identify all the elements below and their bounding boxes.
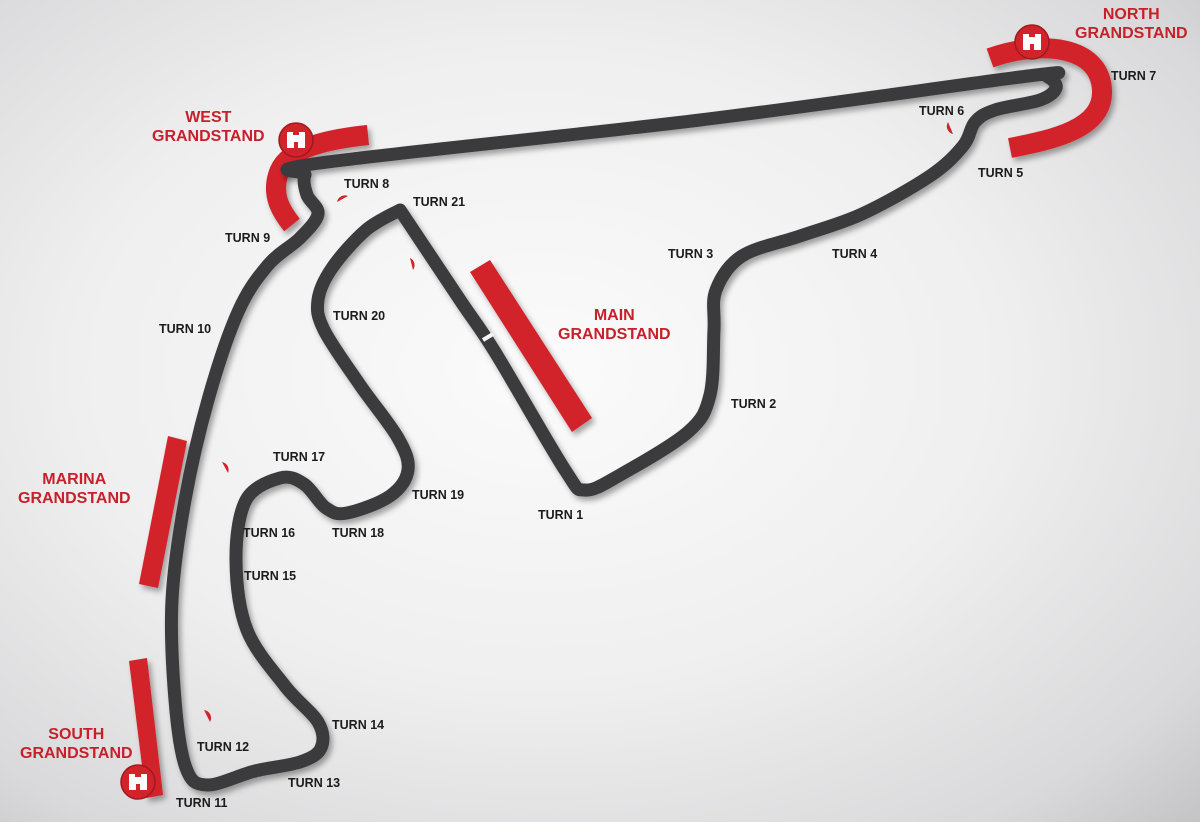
label-line: MAIN xyxy=(593,307,635,324)
turn-12-label: TURN 12 xyxy=(197,740,250,754)
pit-gap xyxy=(481,332,495,342)
marina-grandstand-label: MARINA GRANDSTAND xyxy=(18,470,131,508)
turn-13-label: TURN 13 xyxy=(288,776,341,790)
binoculars-icon[interactable] xyxy=(120,764,156,800)
marker-icon xyxy=(204,710,212,722)
label-line: MARINA xyxy=(42,471,107,488)
label-line: SOUTH xyxy=(48,726,105,743)
turn-17-label: TURN 17 xyxy=(273,450,326,464)
turn-19-label: TURN 19 xyxy=(412,488,465,502)
turn-1-label: TURN 1 xyxy=(538,508,584,522)
corner-markers xyxy=(204,122,953,722)
west-grandstand[interactable] xyxy=(265,125,370,232)
south-grandstand[interactable] xyxy=(129,658,163,798)
marina-grandstand[interactable] xyxy=(139,436,187,588)
main-grandstand-label: MAIN GRANDSTAND xyxy=(558,306,671,344)
marker-icon xyxy=(946,122,953,134)
turn-11-label: TURN 11 xyxy=(176,796,228,810)
turn-6-label: TURN 6 xyxy=(919,104,965,118)
turn-21-label: TURN 21 xyxy=(413,195,466,209)
turn-5-label: TURN 5 xyxy=(978,166,1024,180)
marker-icon xyxy=(337,195,348,202)
binoculars-icon[interactable] xyxy=(1014,24,1050,60)
main-grandstand[interactable] xyxy=(470,260,592,432)
label-line: WEST xyxy=(185,109,232,126)
turn-16-label: TURN 16 xyxy=(243,526,296,540)
label-line: GRANDSTAND xyxy=(152,128,265,145)
turn-7-label: TURN 7 xyxy=(1111,69,1157,83)
marker-icon xyxy=(410,258,415,270)
turn-20-label: TURN 20 xyxy=(333,309,386,323)
label-line: GRANDSTAND xyxy=(1075,25,1188,42)
label-line: GRANDSTAND xyxy=(20,745,133,762)
north-grandstand-label: NORTH GRANDSTAND xyxy=(1075,5,1188,43)
west-grandstand-label: WEST GRANDSTAND xyxy=(152,108,265,146)
race-track xyxy=(164,66,1066,792)
turn-9-label: TURN 9 xyxy=(225,231,271,245)
label-line: GRANDSTAND xyxy=(18,490,131,507)
label-line: NORTH xyxy=(1102,6,1160,23)
turn-3-label: TURN 3 xyxy=(668,247,714,261)
turn-14-label: TURN 14 xyxy=(332,718,385,732)
turn-15-label: TURN 15 xyxy=(244,569,297,583)
south-grandstand-label: SOUTH GRANDSTAND xyxy=(20,725,133,763)
binoculars-icon[interactable] xyxy=(278,122,314,158)
label-line: GRANDSTAND xyxy=(558,326,671,343)
turn-4-label: TURN 4 xyxy=(832,247,878,261)
marker-icon xyxy=(222,462,229,473)
turn-8-label: TURN 8 xyxy=(344,177,390,191)
turn-2-label: TURN 2 xyxy=(731,397,777,411)
turn-10-label: TURN 10 xyxy=(159,322,212,336)
turn-18-label: TURN 18 xyxy=(332,526,385,540)
